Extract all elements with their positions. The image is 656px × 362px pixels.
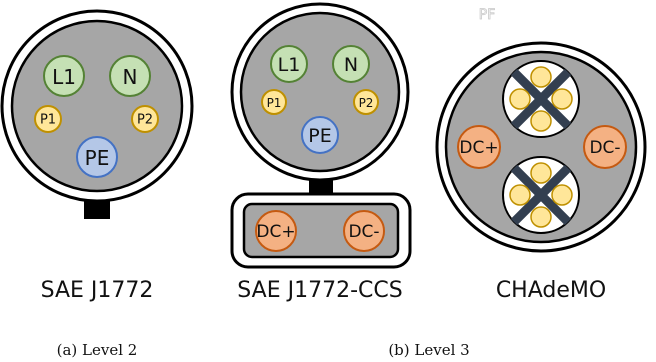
chademo-pin-dcplus	[457, 125, 501, 169]
ccs-pin-p1	[261, 89, 287, 115]
j1772-pin-n-label: N	[123, 65, 138, 89]
ccs-name: SAE J1772-CCS	[237, 278, 402, 303]
chademo-lower-pin	[530, 206, 552, 228]
ccs-pin-p2-label: P2	[359, 96, 374, 110]
j1772-pin-l1-label: L1	[52, 65, 76, 89]
j1772-pin-n	[109, 55, 151, 97]
j1772-pin-p1-label: P1	[40, 113, 56, 128]
chademo-face	[444, 50, 638, 244]
j1772-pin-p2	[131, 105, 159, 133]
chademo-upper-cross-b	[510, 68, 572, 130]
j1772-pin-l1	[43, 55, 85, 97]
chademo-upper-pin	[509, 88, 531, 110]
ccs-pin-p2	[353, 89, 379, 115]
chademo-name: CHAdeMO	[496, 278, 606, 303]
chademo-upper-cluster	[502, 60, 580, 138]
ccs-connector: L1 N P1 P2 PE DC+ DC-	[230, 2, 412, 269]
chademo-pin-dcminus-label: DC-	[589, 138, 620, 158]
chademo-connector: DC+ DC-	[435, 41, 647, 253]
chademo-lower-pin	[509, 184, 531, 206]
ccs-pin-pe	[301, 116, 339, 154]
ccs-pin-n-label: N	[344, 54, 358, 76]
chademo-lower-cluster	[502, 156, 580, 234]
chademo-upper-pin	[551, 88, 573, 110]
caption-level-3: (b) Level 3	[388, 341, 469, 359]
chademo-pin-dcplus-label: DC+	[459, 138, 498, 158]
j1772-pin-p1	[34, 105, 62, 133]
ccs-pin-p1-label: P1	[267, 96, 282, 110]
chademo-lower-pin	[551, 184, 573, 206]
j1772-name: SAE J1772	[41, 278, 154, 303]
ccs-pin-l1-label: L1	[278, 54, 301, 76]
j1772-connector: L1 N P1 P2 PE	[0, 9, 194, 219]
chademo-lower-cross-b	[510, 164, 572, 226]
watermark-text: PF	[479, 7, 496, 23]
ccs-pin-l1	[270, 45, 308, 83]
ccs-pin-dcminus-label: DC-	[348, 222, 379, 242]
ccs-pin-dcminus	[343, 210, 385, 252]
caption-level-2: (a) Level 2	[57, 341, 138, 359]
ccs-pin-dcplus-label: DC+	[256, 222, 295, 242]
ccs-pin-dcplus	[255, 210, 297, 252]
ccs-pin-n	[332, 45, 370, 83]
j1772-pin-p2-label: P2	[137, 113, 153, 128]
j1772-pin-pe	[76, 136, 118, 178]
ccs-pin-pe-label: PE	[308, 125, 331, 147]
chademo-upper-pin	[530, 66, 552, 88]
chademo-pin-dcminus	[583, 125, 627, 169]
j1772-pin-pe-label: PE	[85, 146, 110, 170]
chademo-lower-pin	[530, 162, 552, 184]
chademo-upper-pin	[530, 110, 552, 132]
